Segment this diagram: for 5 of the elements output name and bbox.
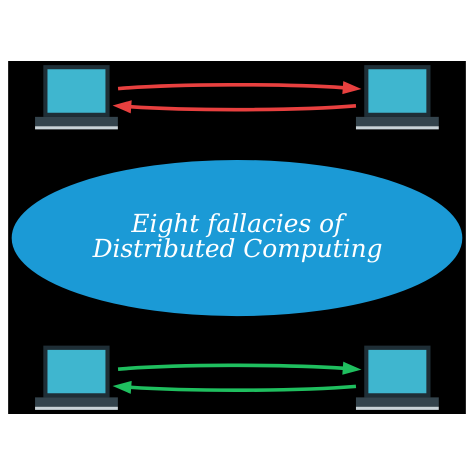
arrow [118,361,362,374]
arrow [112,380,356,394]
node-ellipse: Eight fallacies of Distributed Computing [12,159,462,316]
arrow [118,80,362,94]
arrow [112,100,356,113]
